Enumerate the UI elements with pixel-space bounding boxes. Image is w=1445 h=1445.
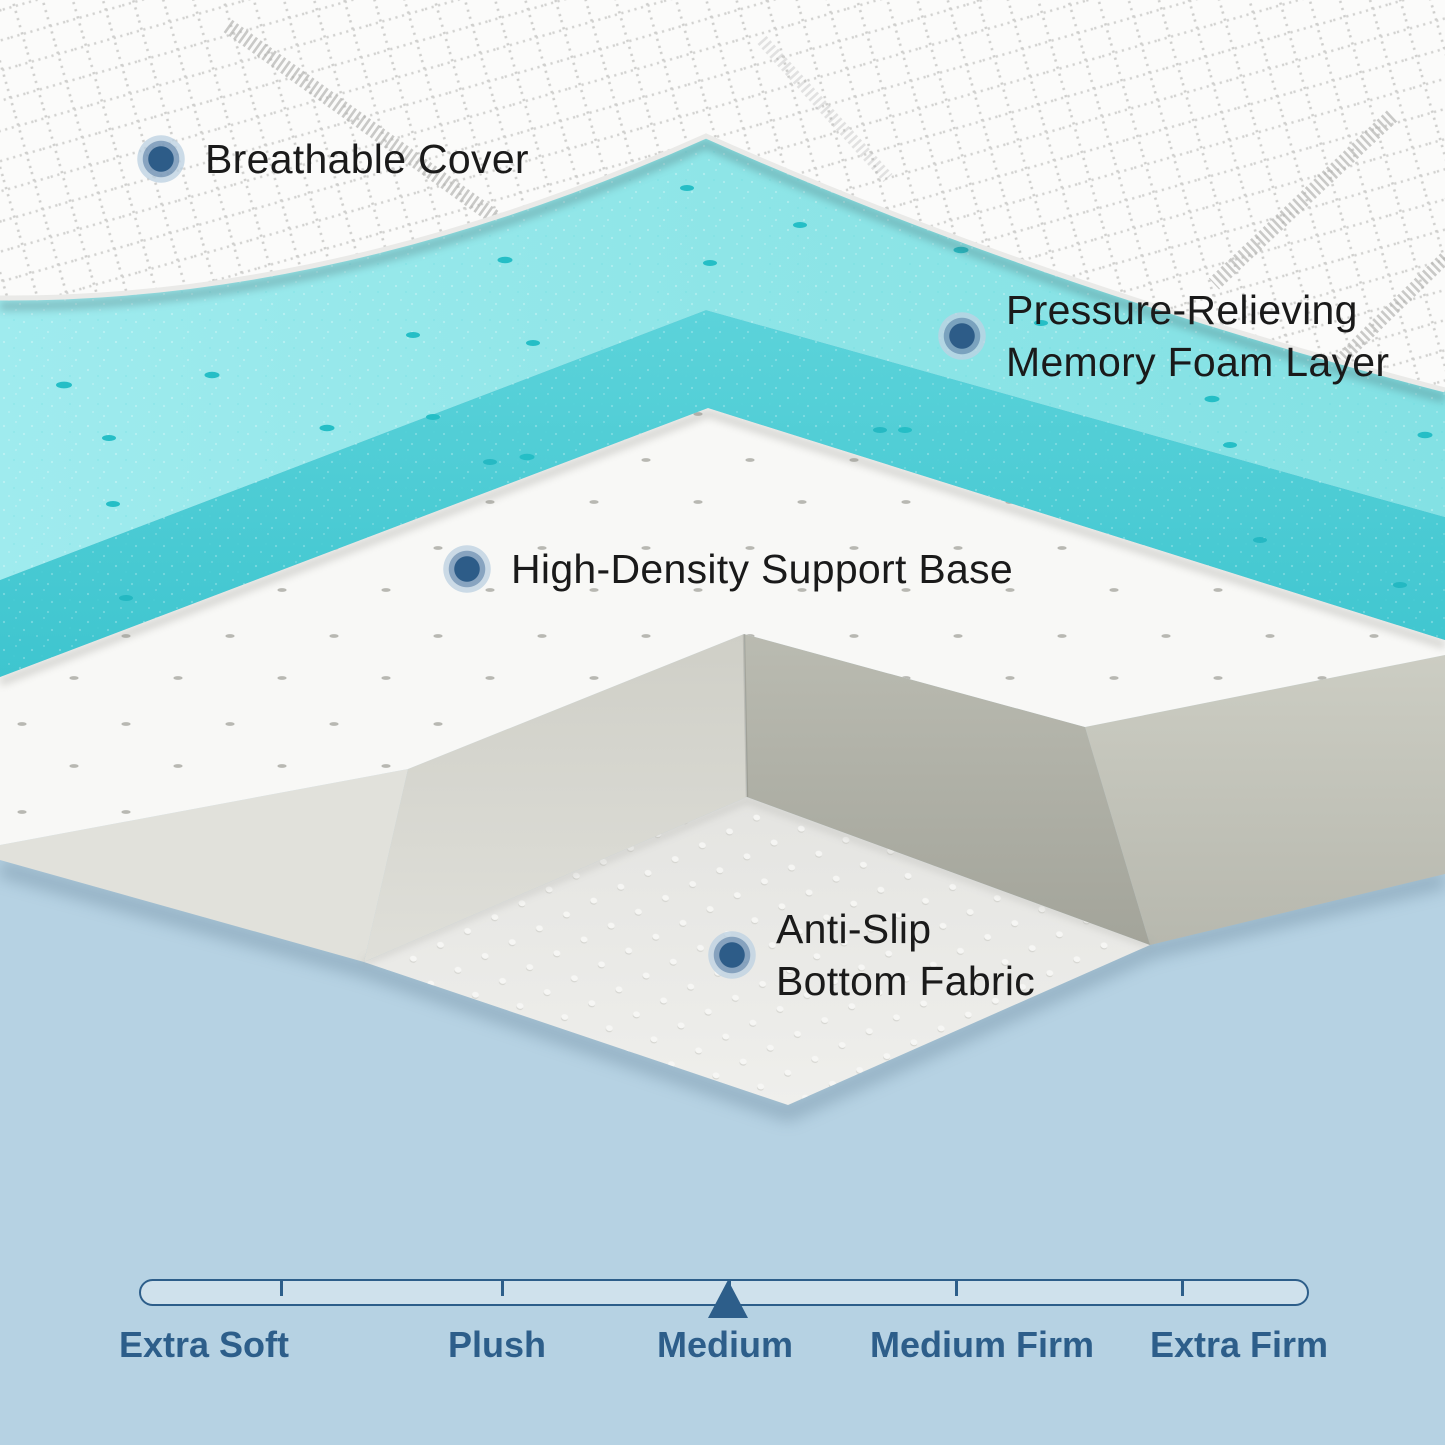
memory-foam-top-texture (0, 136, 1445, 580)
layer-label-text: Pressure-Relieving Memory Foam Layer (1006, 284, 1389, 388)
layer-label-breathable-cover: Breathable Cover (137, 133, 529, 185)
base-right-outer-face (1085, 655, 1445, 945)
layer-label-text: Breathable Cover (205, 136, 529, 182)
concentric-dot-marker-icon (137, 135, 185, 183)
firmness-scale-labels: Extra Soft Plush Medium Medium Firm Extr… (0, 1324, 1445, 1370)
layer-label-bottom-fabric: Anti-Slip Bottom Fabric (708, 903, 1035, 1007)
layer-label-text: High-Density Support Base (511, 546, 1014, 592)
layer-label-memory-foam: Pressure-Relieving Memory Foam Layer (938, 284, 1389, 388)
concentric-dot-marker-icon (443, 545, 491, 593)
base-cut-face-left (364, 634, 747, 962)
layer-label-line2: Memory Foam Layer (1006, 339, 1390, 385)
layer-label-line1: Anti-Slip (776, 906, 932, 952)
cover-drop-shadow (0, 138, 1445, 403)
firmness-option-medium: Medium (656, 1324, 794, 1365)
foam-drop-shadow (0, 408, 1445, 686)
firmness-option-plush: Plush (447, 1324, 547, 1365)
concentric-dot-marker-icon (708, 931, 756, 979)
cover-rolled-edge (0, 133, 1445, 393)
firmness-tick (955, 1281, 958, 1296)
firmness-option-extra-soft: Extra Soft (118, 1324, 290, 1365)
layer-label-line2: Bottom Fabric (776, 958, 1036, 1004)
firmness-option-medium-firm: Medium Firm (869, 1324, 1095, 1365)
firmness-option-extra-firm: Extra Firm (1149, 1324, 1329, 1365)
firmness-tick (280, 1281, 283, 1296)
firmness-indicator-triangle-icon (708, 1280, 748, 1318)
notch-corner-edge (742, 633, 749, 798)
layer-label-text: Anti-Slip Bottom Fabric (776, 903, 1035, 1007)
fabric-inner-shadow (363, 797, 1151, 965)
mattress-ground-shadow (0, 859, 1445, 1122)
layer-label-line1: Pressure-Relieving (1006, 287, 1358, 333)
layer-label-support-base: High-Density Support Base (443, 543, 1013, 595)
base-left-outer-face (0, 769, 408, 962)
memory-foam-front-texture (0, 310, 1445, 677)
firmness-tick (1181, 1281, 1184, 1296)
concentric-dot-marker-icon (938, 312, 986, 360)
base-top-dots-texture (0, 408, 1445, 845)
firmness-tick (501, 1281, 504, 1296)
cover-woven-stripes (223, 19, 1445, 387)
foam-vent-holes-front (119, 427, 1407, 601)
base-cut-face-right (744, 634, 1150, 945)
firmness-scale-bar (139, 1279, 1309, 1318)
